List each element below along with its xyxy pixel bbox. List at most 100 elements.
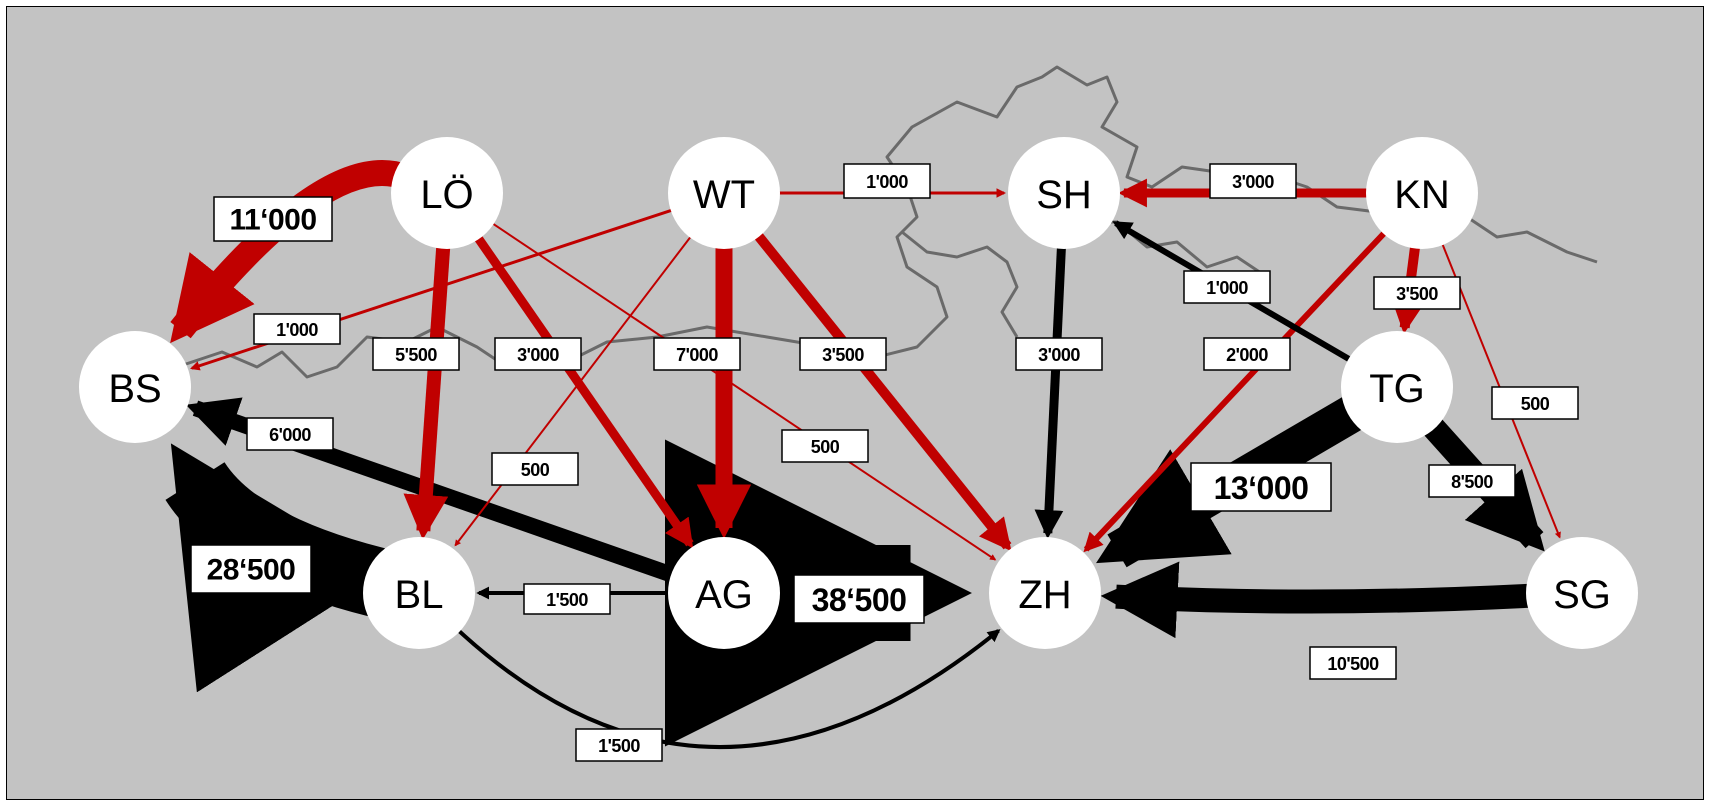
flow-label-kn-sg: 500 (1491, 386, 1579, 420)
flow-label-ag-bl: 1'500 (523, 583, 611, 615)
flow-arrow-wt-zh (747, 224, 1012, 552)
flow-label-lo-bl: 5'500 (372, 337, 460, 371)
node-circle (668, 537, 780, 649)
flow-label-box (653, 337, 741, 371)
node-circle (989, 537, 1101, 649)
node-label: BL (395, 573, 444, 617)
canton-node-sh: SH (1008, 137, 1120, 249)
flow-value: 5'500 (395, 345, 437, 365)
flow-value: 3'000 (1232, 172, 1274, 192)
flow-label-tg-zh: 13‘000 (1190, 462, 1332, 512)
flow-label-box (1190, 462, 1332, 512)
node-label: TG (1369, 367, 1425, 411)
flow-label-wt-zh: 3'500 (799, 337, 887, 371)
canton-node-kn: KN (1366, 137, 1478, 249)
flow-label-bl-bs: 28‘500 (190, 544, 312, 594)
flow-value: 500 (1521, 394, 1550, 414)
node-label: AG (695, 573, 753, 617)
flow-value: 1'000 (276, 320, 318, 340)
flow-label-sg-zh: 10'500 (1309, 646, 1397, 680)
flow-label-wt-bl: 500 (491, 452, 579, 486)
canton-node-wt: WT (668, 137, 780, 249)
flow-label-lo-ag: 3'000 (494, 337, 582, 371)
node-label: WT (693, 173, 755, 217)
flow-arrow-sh-zh (1034, 236, 1067, 539)
flow-label-ag-bs: 6'000 (246, 417, 334, 451)
flow-arrow-bl-bs (165, 443, 386, 693)
flow-labels: 38‘500 28‘500 13‘000 11‘000 8'500 10'500 7'000… (190, 163, 1579, 762)
flow-label-box (1491, 386, 1579, 420)
flow-value: 11‘000 (229, 204, 316, 237)
flow-label-box (491, 452, 579, 486)
flow-value: 3'500 (1396, 284, 1438, 304)
flow-value: 1'000 (866, 172, 908, 192)
flow-label-box (843, 163, 931, 199)
flow-label-kn-sh: 3'000 (1209, 163, 1297, 199)
flow-arrow-kn-zh (1083, 222, 1395, 553)
flow-value: 3'500 (822, 345, 864, 365)
diagram-frame: LÖ WT SH KN BS TG BL AG ZH SG 38‘500 28‘500 13‘000 1… (6, 6, 1704, 800)
flow-value: 13‘000 (1214, 470, 1309, 506)
flow-label-ag-zh: 38‘500 (793, 574, 925, 624)
node-label: BS (108, 367, 161, 411)
flow-value: 8'500 (1451, 472, 1493, 492)
flow-label-box (799, 337, 887, 371)
flow-value: 28‘500 (207, 554, 296, 587)
flow-label-wt-sh: 1'000 (843, 163, 931, 199)
flow-label-lo-zh: 500 (781, 429, 869, 463)
node-circle (79, 331, 191, 443)
flow-label-box (372, 337, 460, 371)
flow-arrow-sg-zh (1100, 561, 1539, 639)
flow-label-box (1183, 270, 1271, 304)
node-circle (363, 537, 475, 649)
canton-node-sg: SG (1526, 537, 1638, 649)
flow-value: 1'500 (546, 590, 588, 610)
flow-label-box (246, 417, 334, 451)
node-circle (1526, 537, 1638, 649)
flow-label-box (190, 544, 312, 594)
node-circle (1366, 137, 1478, 249)
flow-label-box (1428, 464, 1516, 498)
canton-node-ag: AG (668, 537, 780, 649)
flow-value: 3'000 (1038, 345, 1080, 365)
flow-value: 1'500 (598, 736, 640, 756)
node-label: LÖ (420, 173, 473, 217)
node-circle (1341, 331, 1453, 443)
flow-value: 1'000 (1206, 278, 1248, 298)
flow-label-lo-bs: 11‘000 (213, 196, 333, 242)
node-circle (1008, 137, 1120, 249)
canton-node-zh: ZH (989, 537, 1101, 649)
flow-arrow-bl-zh (449, 621, 1001, 750)
flow-value: 7'000 (676, 345, 718, 365)
canton-nodes: LÖ WT SH KN BS TG BL AG ZH SG (79, 137, 1638, 649)
flow-label-tg-sg: 8'500 (1428, 464, 1516, 498)
flow-label-box (575, 728, 663, 762)
flow-value: 6'000 (269, 425, 311, 445)
flow-value: 38‘500 (812, 582, 907, 618)
flow-label-wt-bs: 1'000 (253, 313, 341, 345)
flow-label-sh-zh: 3'000 (1015, 337, 1103, 371)
flow-label-box (494, 337, 582, 371)
node-label: SH (1036, 173, 1092, 217)
flow-label-kn-tg: 3'500 (1373, 276, 1461, 310)
node-circle (391, 137, 503, 249)
node-label: SG (1553, 573, 1611, 617)
flow-arrow-lo-ag (468, 226, 694, 549)
flow-label-box (781, 429, 869, 463)
flow-arrow-wt-bl (454, 227, 699, 547)
flow-label-box (1203, 337, 1291, 371)
flow-label-box (1209, 163, 1297, 199)
node-label: KN (1394, 173, 1450, 217)
canton-node-bl: BL (363, 537, 475, 649)
flow-label-box (1015, 337, 1103, 371)
flow-value: 3'000 (517, 345, 559, 365)
flow-arrow-lo-zh (483, 216, 997, 561)
flow-value: 500 (521, 460, 550, 480)
commuter-flow-diagram: LÖ WT SH KN BS TG BL AG ZH SG 38‘500 28‘500 13‘000 1… (7, 7, 1703, 799)
flow-value: 10'500 (1327, 654, 1379, 674)
node-label: ZH (1018, 573, 1071, 617)
flow-value: 500 (811, 437, 840, 457)
map-lake-outline (901, 230, 1019, 338)
flow-label-box (1309, 646, 1397, 680)
flow-value: 2'000 (1226, 345, 1268, 365)
